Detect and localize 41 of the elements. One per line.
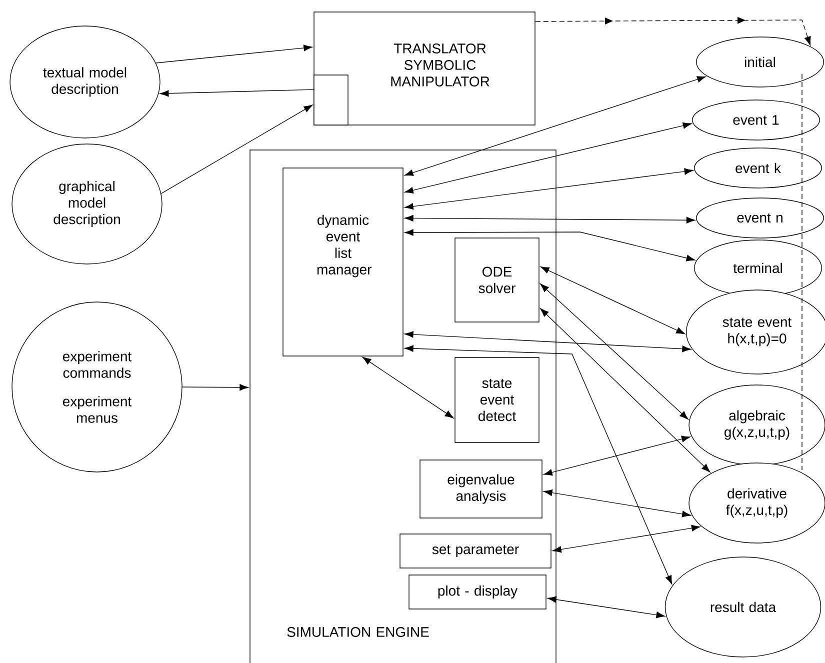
arrow [540,266,686,334]
node-label: state event h(x,t,p)=0 [722,318,792,346]
arrow [362,356,454,418]
ellipse-node: textual model description [10,26,160,138]
process-box: state event detect [454,357,540,443]
arrow [404,345,672,584]
ellipse-node: result data [664,556,822,658]
arrow [404,122,692,194]
process-box: ODE solver [454,238,540,322]
arrow [160,89,314,97]
ellipse-node: state event h(x,t,p)=0 [686,290,825,374]
arrow [182,384,248,391]
arrow [540,308,710,472]
arrow [160,104,313,194]
node-label: derivative f(x,z,u,t,p) [726,488,788,518]
arrow [404,229,696,262]
process-box: eigenvalue analysis [420,460,542,518]
process-box: set parameter [400,534,552,568]
arrow [535,16,811,46]
arrow [544,436,690,476]
arrow [404,168,694,210]
arrow [552,524,700,553]
ellipse-node: graphical model description [12,144,162,264]
arrow [404,331,691,352]
ellipse-node: initial [696,36,824,88]
arrow [156,44,312,64]
system-box: TRANSLATOR SYMBOLIC MANIPULATOR [314,12,536,126]
arrow [404,214,696,224]
process-box: dynamic event list manager [282,168,404,356]
arrow [548,596,666,618]
arrow [544,489,691,518]
inner-box [314,74,348,126]
circle-node: experiment commands experiment menus [12,302,182,472]
ellipse-node: event 1 [692,100,820,140]
ellipse-node: derivative f(x,z,u,t,p) [688,462,825,544]
ellipse-node: terminal [694,240,822,296]
ellipse-node: event n [696,198,824,238]
process-box: plot - display [408,574,546,610]
arrow [404,76,706,176]
ellipse-node: event k [694,148,822,188]
arrow [540,284,688,420]
